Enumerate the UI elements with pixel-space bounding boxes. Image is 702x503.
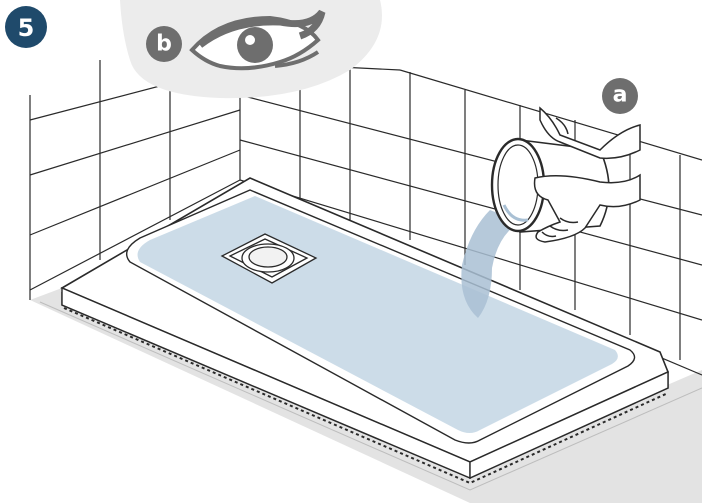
callout-a-badge: a [602, 78, 638, 114]
svg-text:5: 5 [18, 14, 35, 42]
svg-text:b: b [156, 32, 172, 57]
step-number-badge: 5 [5, 6, 47, 48]
svg-text:a: a [613, 83, 628, 108]
callout-b-badge: b [146, 26, 182, 62]
